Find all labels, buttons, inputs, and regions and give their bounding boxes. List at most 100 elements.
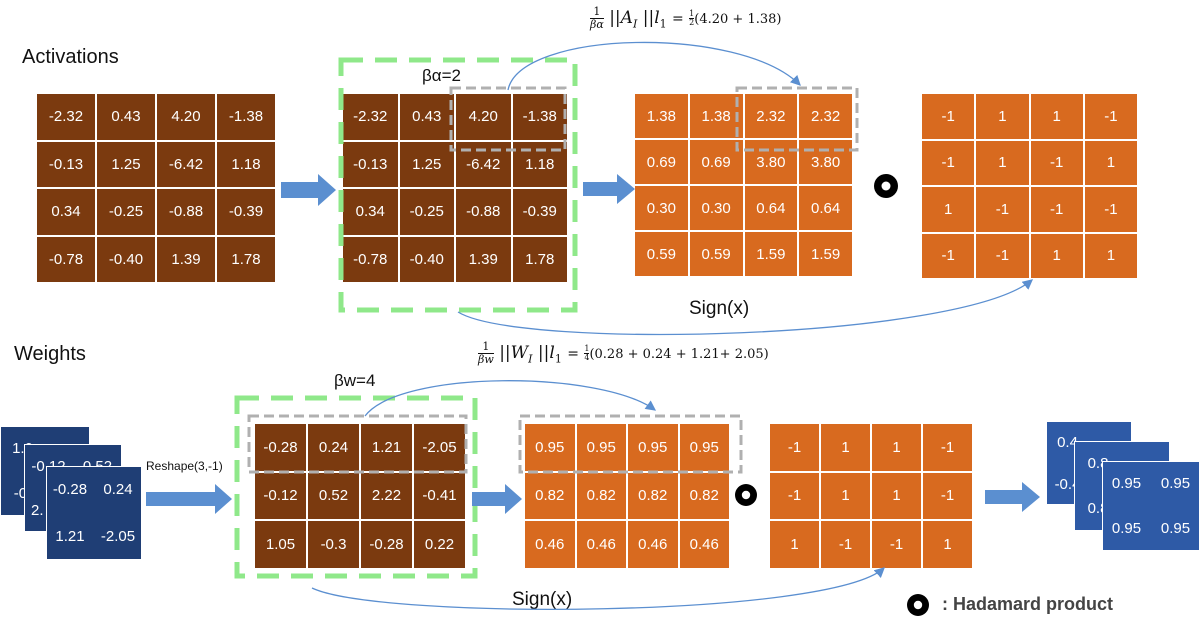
small-num: 1 (689, 9, 695, 19)
matrix-cell: 1 (821, 424, 870, 471)
matrix-cell: -1 (923, 472, 972, 520)
matrix-cell: 1 (1084, 140, 1137, 185)
matrix-cell: -0.78 (37, 236, 95, 282)
weight-stack-front: -0.28 0.24 1.21 -2.05 (46, 466, 142, 560)
matrix-cell: 1.18 (217, 141, 275, 187)
matrix-cell: -2.32 (343, 94, 398, 140)
matrix-cell: -0.25 (399, 189, 454, 235)
formula-expression: (4.20 + 1.38) (694, 12, 782, 27)
matrix-cell: 0.46 (628, 521, 678, 568)
matrix-cell: -1 (1030, 187, 1083, 232)
norm-l: l (654, 8, 660, 28)
matrix-cell: 1.59 (799, 232, 852, 276)
matrix-cell: 1 (1030, 233, 1083, 278)
sign-label-top: Sign(x) (689, 298, 750, 319)
matrix-cell: 3.80 (799, 140, 852, 184)
activation-group-box (338, 57, 578, 313)
matrix-cell: 0.46 (679, 521, 729, 568)
matrix-cell: 0.69 (635, 140, 688, 184)
matrix-cell: 1 (922, 187, 975, 232)
stack-cell: 0.95 (1103, 507, 1150, 550)
norm-left: || (609, 8, 621, 28)
matrix-cell: -0.13 (37, 141, 95, 187)
formula-subscript: I (528, 352, 533, 366)
matrix-cell: 0.82 (628, 472, 678, 520)
matrix-cell: 0.59 (635, 232, 688, 276)
matrix-cell: 0.34 (343, 189, 398, 235)
matrix-cell: 0.34 (37, 189, 95, 235)
matrix-cell: -1.38 (217, 94, 275, 140)
matrix-cell: 0.30 (689, 186, 743, 230)
matrix-cell: 0.52 (308, 472, 359, 520)
matrix-cell: 0.43 (97, 94, 155, 140)
matrix-cell: -0.12 (255, 472, 306, 520)
matrix-cell: -0.41 (414, 472, 465, 520)
block-arrow-3 (472, 484, 522, 514)
stack-cell: 0.95 (1103, 462, 1150, 505)
matrix-cell: 1 (976, 94, 1029, 139)
matrix-cell: 0.82 (576, 472, 626, 520)
matrix-cell: -1 (821, 521, 870, 568)
stack-cell: 1.21 (47, 514, 93, 559)
matrix-cell: 0.82 (679, 472, 729, 520)
matrix-cell: -1 (872, 521, 921, 568)
matrix-cell: -1 (922, 233, 975, 278)
matrix-cell: 0.43 (399, 94, 454, 140)
output-stack-front: 0.95 0.95 0.95 0.95 (1102, 461, 1200, 551)
formula-subscript: I (632, 17, 638, 31)
matrix-cell: 1.25 (97, 141, 155, 187)
matrix-cell: 0.95 (576, 424, 626, 471)
matrix-cell: -2.05 (414, 424, 465, 471)
matrix-cell: 1 (976, 140, 1029, 185)
matrix-cell: 3.80 (744, 140, 798, 184)
matrix-cell: 1.39 (157, 236, 215, 282)
hadamard-icon (735, 484, 757, 506)
small-num: 1 (584, 344, 590, 354)
matrix-cell: -1 (923, 424, 972, 471)
frac-denominator: βα (590, 18, 604, 31)
matrix-cell: 1 (1084, 233, 1137, 278)
matrix-cell: 0.64 (744, 186, 798, 230)
matrix-cell: -0.28 (361, 521, 412, 568)
matrix-cell: 0.24 (308, 424, 359, 471)
matrix-cell: 2.22 (361, 472, 412, 520)
norm-right: || (537, 343, 550, 363)
formula-expression: (0.28 + 0.24 + 1.21+ 2.05) (589, 347, 769, 362)
matrix-cell: 2.32 (799, 94, 852, 138)
activations-label: Activations (22, 46, 119, 68)
matrix-cell: -1.38 (512, 94, 567, 140)
reshape-arrow (146, 484, 232, 514)
sign-label-bottom: Sign(x) (512, 589, 573, 610)
matrix-cell: 1 (1030, 94, 1083, 139)
matrix-cell: 0.46 (525, 521, 575, 568)
matrix-cell: -1 (976, 233, 1029, 278)
matrix-cell: -1 (976, 187, 1029, 232)
matrix-cell: -6.42 (157, 141, 215, 187)
reshape-label: Reshape(3,-1) (146, 459, 223, 473)
hadamard-legend-label: : Hadamard product (942, 594, 1114, 614)
norm-l: l (549, 343, 555, 363)
equals-sign: = (567, 346, 579, 362)
frac-denominator: βw (478, 353, 494, 366)
norm-left: || (499, 343, 511, 363)
block-arrow-4 (985, 482, 1040, 512)
matrix-cell: 0.95 (679, 424, 729, 471)
matrix-cell: 0.22 (414, 521, 465, 568)
norm-l-sub: 1 (659, 17, 667, 31)
matrix-cell: -1 (770, 424, 819, 471)
stack-cell: -0.28 (47, 467, 93, 512)
matrix-cell: 0.64 (799, 186, 852, 230)
equals-sign: = (672, 11, 684, 27)
matrix-cell: 2.32 (744, 94, 798, 138)
block-arrow-2 (583, 174, 635, 204)
matrix-cell: 1 (770, 521, 819, 568)
